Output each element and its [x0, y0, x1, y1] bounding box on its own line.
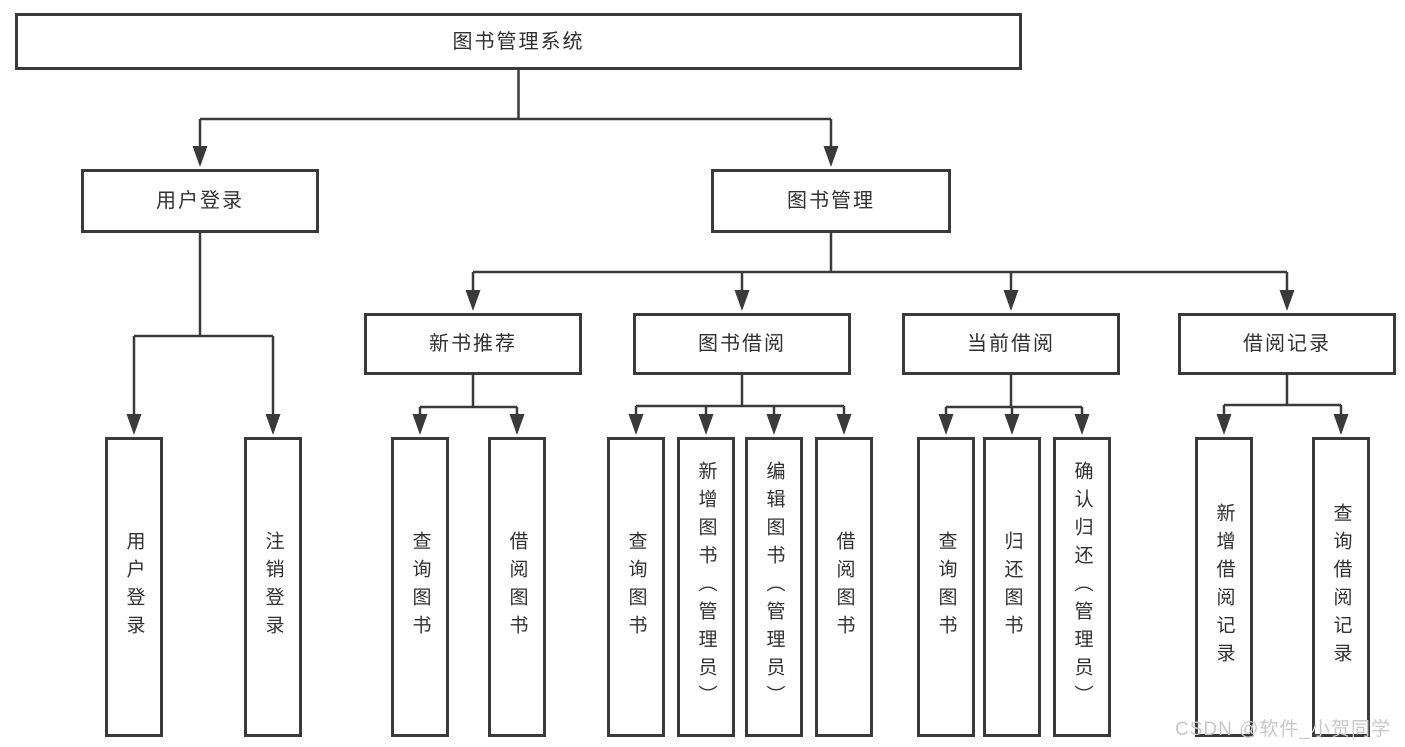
node-current-borrowing: 当前借阅 — [902, 313, 1120, 375]
leaf-user-login: 用户登录 — [105, 437, 163, 737]
leaf-return-books: 归还图书 — [983, 437, 1041, 737]
node-user-login: 用户登录 — [81, 169, 319, 233]
leaf-add-books-admin: 新增图书（管理员） — [677, 437, 735, 737]
leaf-edit-books-admin: 编辑图书（管理员） — [745, 437, 803, 737]
node-library-management-system: 图书管理系统 — [15, 13, 1022, 70]
leaf-confirm-return-admin: 确认归还（管理员） — [1053, 437, 1111, 737]
leaf-query-borrow-record: 查询借阅记录 — [1312, 437, 1370, 737]
leaf-logout: 注销登录 — [244, 437, 302, 737]
leaf-query-books-recommend: 查询图书 — [391, 437, 449, 737]
connector-lines — [132, 70, 1343, 415]
csdn-watermark: CSDN @软件_小贺同学 — [1175, 719, 1391, 740]
leaf-add-borrow-record: 新增借阅记录 — [1195, 437, 1253, 737]
leaf-borrow-books: 借阅图书 — [815, 437, 873, 737]
node-book-borrowing: 图书借阅 — [633, 313, 851, 375]
leaf-borrow-books-recommend: 借阅图书 — [488, 437, 546, 737]
node-book-management: 图书管理 — [711, 169, 951, 233]
leaf-query-books-borrow: 查询图书 — [607, 437, 665, 737]
leaf-query-books-current: 查询图书 — [917, 437, 975, 737]
arrowheads — [126, 146, 1349, 435]
node-new-book-recommendation: 新书推荐 — [364, 313, 582, 375]
node-borrowing-records: 借阅记录 — [1178, 313, 1396, 375]
